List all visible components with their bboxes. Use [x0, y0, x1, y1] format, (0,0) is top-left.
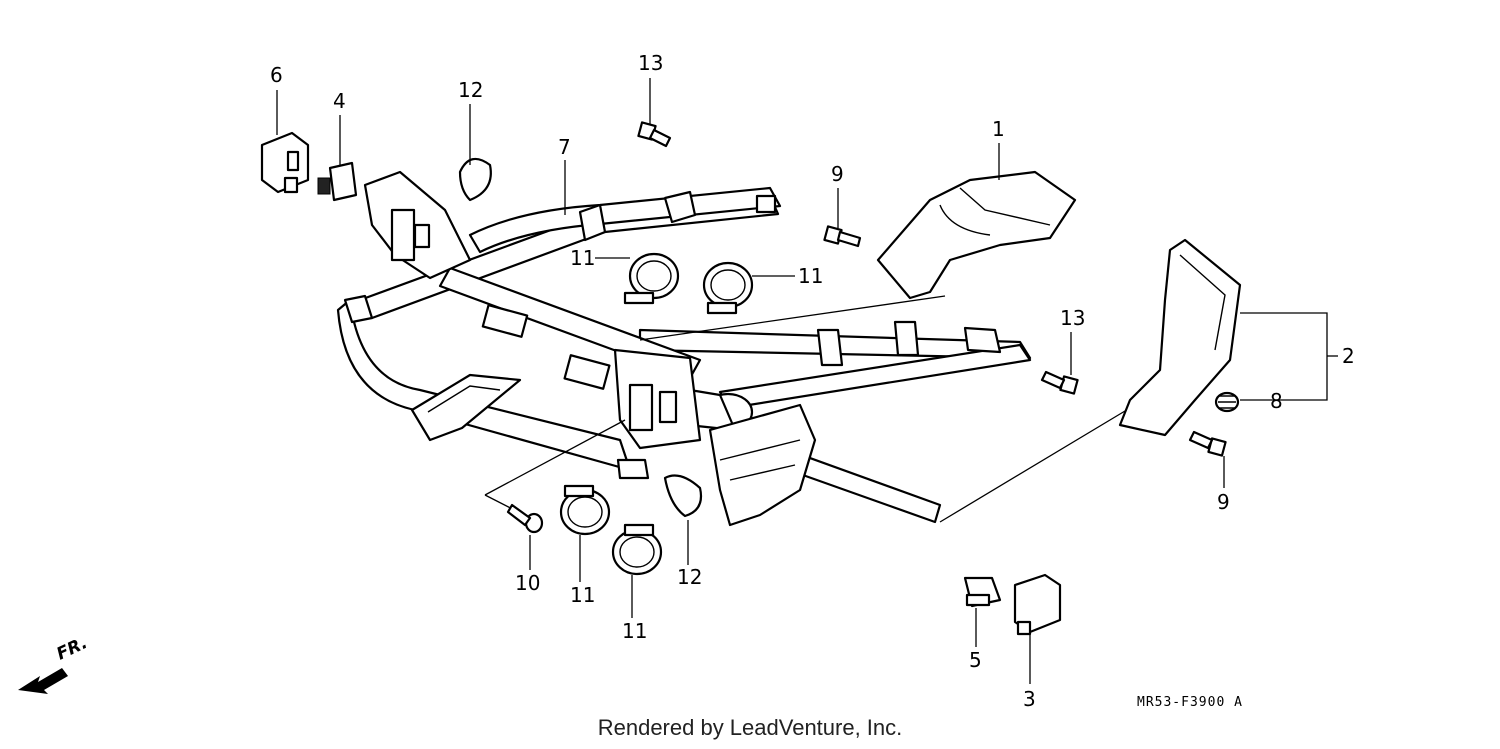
- callout-7: 7: [558, 135, 571, 159]
- callout-11-lower: 11: [622, 619, 647, 643]
- callout-8: 8: [1270, 389, 1283, 413]
- fr-label: FR.: [54, 633, 91, 664]
- part-2-side-cover: [1118, 238, 1242, 437]
- front-direction-arrow: FR.: [18, 633, 91, 694]
- part-5-connector: [963, 576, 1002, 608]
- callout-13-top: 13: [638, 51, 663, 75]
- callout-12-top: 12: [458, 78, 483, 102]
- callout-9-lower: 9: [1217, 490, 1230, 514]
- part-6-relay: [260, 131, 310, 194]
- callout-11-upper-right: 11: [798, 264, 823, 288]
- callout-2: 2: [1342, 344, 1355, 368]
- clamps: [559, 252, 754, 576]
- callout-11-upper-left: 11: [570, 246, 595, 270]
- leader-lines: [276, 78, 1338, 684]
- bolts: [506, 121, 1227, 534]
- callout-5: 5: [969, 648, 982, 672]
- credit-text: Rendered by LeadVenture, Inc.: [597, 715, 903, 740]
- diagram-code: MR53-F3900 A: [1137, 695, 1243, 710]
- callout-1: 1: [992, 117, 1005, 141]
- part-1-cover: [876, 170, 1077, 300]
- part-8-grommet: [1214, 391, 1240, 413]
- cable-ties: [458, 157, 703, 518]
- part-3-relay: [1013, 573, 1062, 636]
- callout-13-right: 13: [1060, 306, 1085, 330]
- frame-assembly: [336, 170, 1131, 527]
- callout-6: 6: [270, 63, 283, 87]
- callout-12-lower: 12: [677, 565, 702, 589]
- callout-labels: 6 4 12 13 7 9 1 11 11 13 2 8 9 10 11 12 …: [270, 51, 1355, 711]
- part-4-connector: [317, 161, 358, 202]
- callout-4: 4: [333, 89, 346, 113]
- callout-9-top: 9: [831, 162, 844, 186]
- callout-10: 10: [515, 571, 540, 595]
- callout-3: 3: [1023, 687, 1036, 711]
- callout-11-lower-left: 11: [570, 583, 595, 607]
